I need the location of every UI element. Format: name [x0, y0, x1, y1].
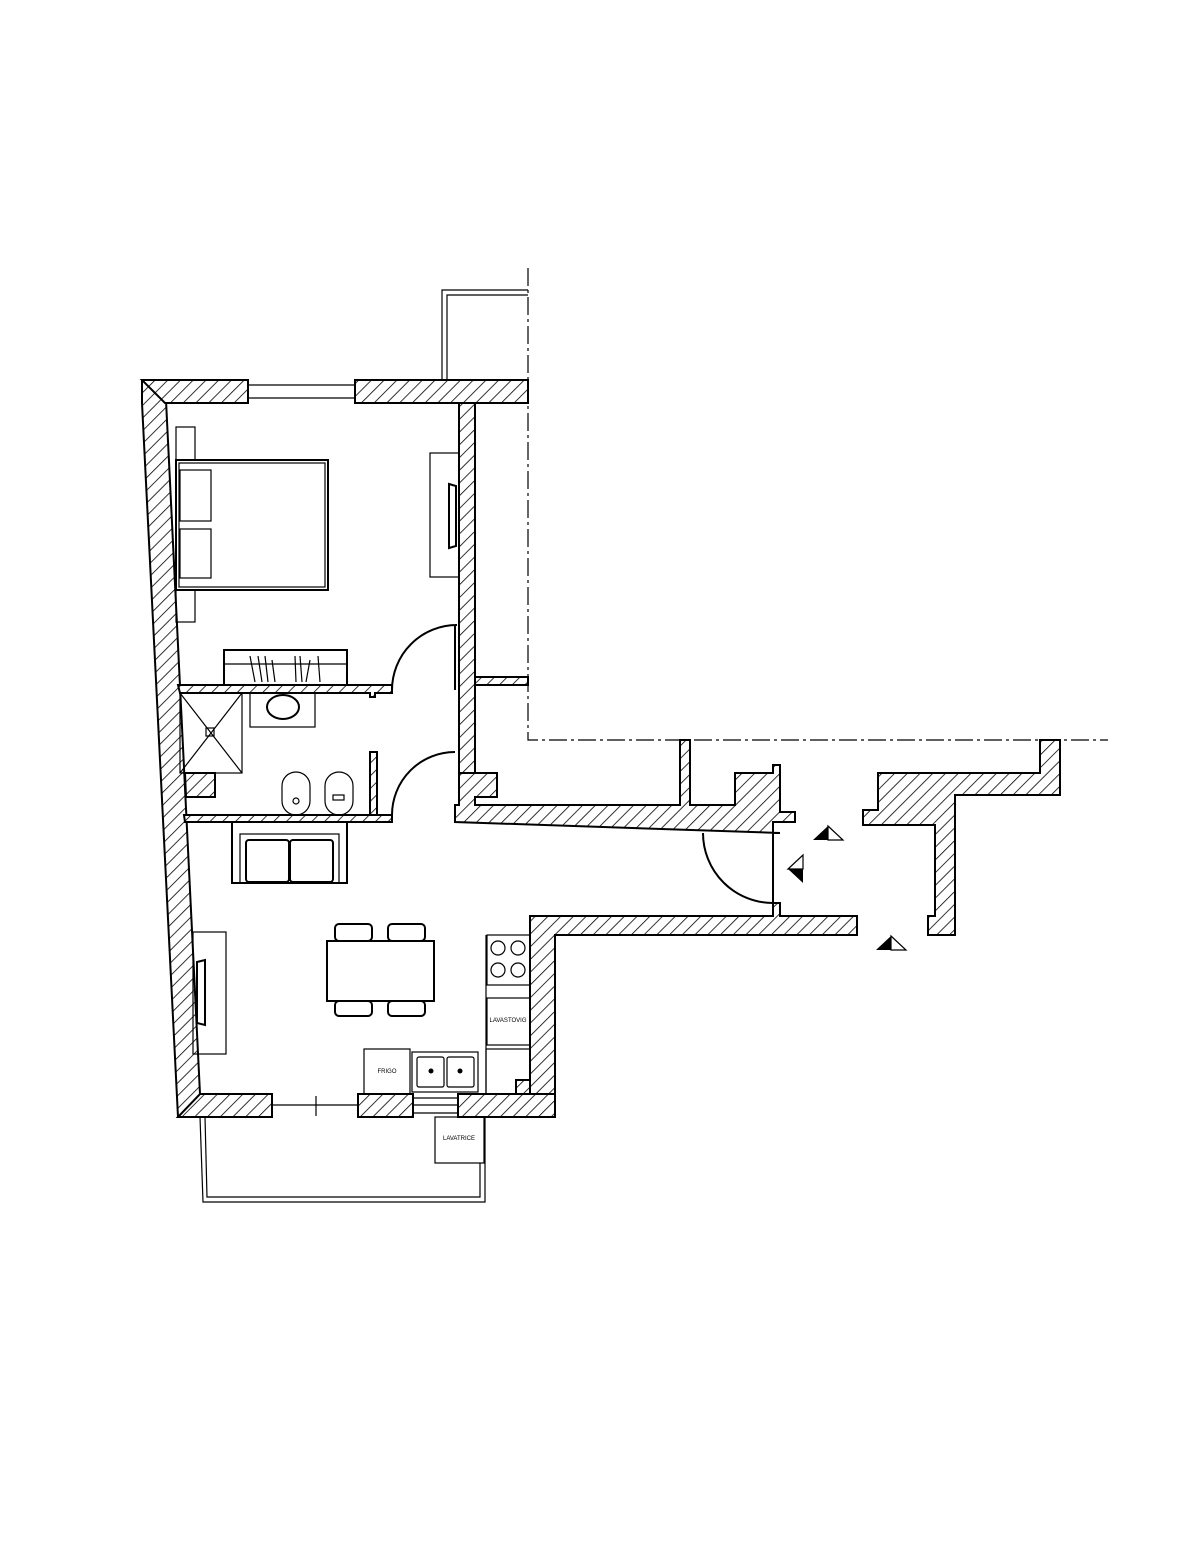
wall-stairwell [862, 739, 1061, 936]
level-marker-icon [876, 934, 908, 951]
wall-bottom-right2 [457, 1093, 556, 1118]
nightstand-top [175, 426, 196, 461]
south-balcony [199, 1116, 486, 1203]
fridge-label: FRIGO [378, 1069, 397, 1075]
washbasin [249, 692, 316, 728]
bedroom-door [391, 624, 458, 691]
wall-bottom-right [357, 1093, 414, 1118]
sofa [231, 821, 348, 884]
wall-left [141, 379, 201, 1118]
wall-bedroom-right [458, 402, 476, 806]
wall-bath-living [182, 814, 393, 823]
wall-top-left [139, 379, 249, 404]
tv-unit-living [192, 931, 227, 1055]
shower [179, 692, 243, 774]
kitchen-sink [411, 1051, 479, 1093]
wall-bottom-left [175, 1093, 273, 1118]
wardrobe [223, 649, 348, 686]
wall-partition [474, 676, 529, 686]
balcony-door [272, 1096, 358, 1116]
double-bed [175, 459, 329, 591]
tv-unit-bedroom [429, 452, 460, 578]
wall-corridor-top [454, 739, 796, 834]
bathroom-door [391, 751, 456, 816]
dash-dot-boundary [527, 268, 1108, 741]
toilet [324, 771, 354, 816]
dishwasher: LAVASTOVIG [486, 997, 531, 1046]
dishwasher-label: LAVASTOVIG [489, 1018, 526, 1024]
level-marker-icon [786, 853, 804, 883]
north-balcony [441, 289, 528, 380]
entrance-door [702, 832, 774, 904]
level-marker-icon [813, 824, 845, 841]
wall-bath-right [369, 751, 378, 816]
walls [139, 379, 1061, 1118]
bidet [281, 771, 311, 816]
wall-top-right [354, 379, 529, 404]
stove [486, 934, 531, 986]
window-north [248, 384, 355, 399]
shower-block [183, 772, 216, 798]
window-bottom [413, 1097, 458, 1114]
dining-table [326, 923, 435, 1017]
washing-machine-label: LAVATRICE [443, 1136, 475, 1142]
washing-machine: LAVATRICE [434, 1116, 485, 1164]
fridge: FRIGO [363, 1048, 411, 1095]
wall-corridor-bottom [515, 902, 858, 1118]
nightstand-bottom [175, 589, 196, 623]
